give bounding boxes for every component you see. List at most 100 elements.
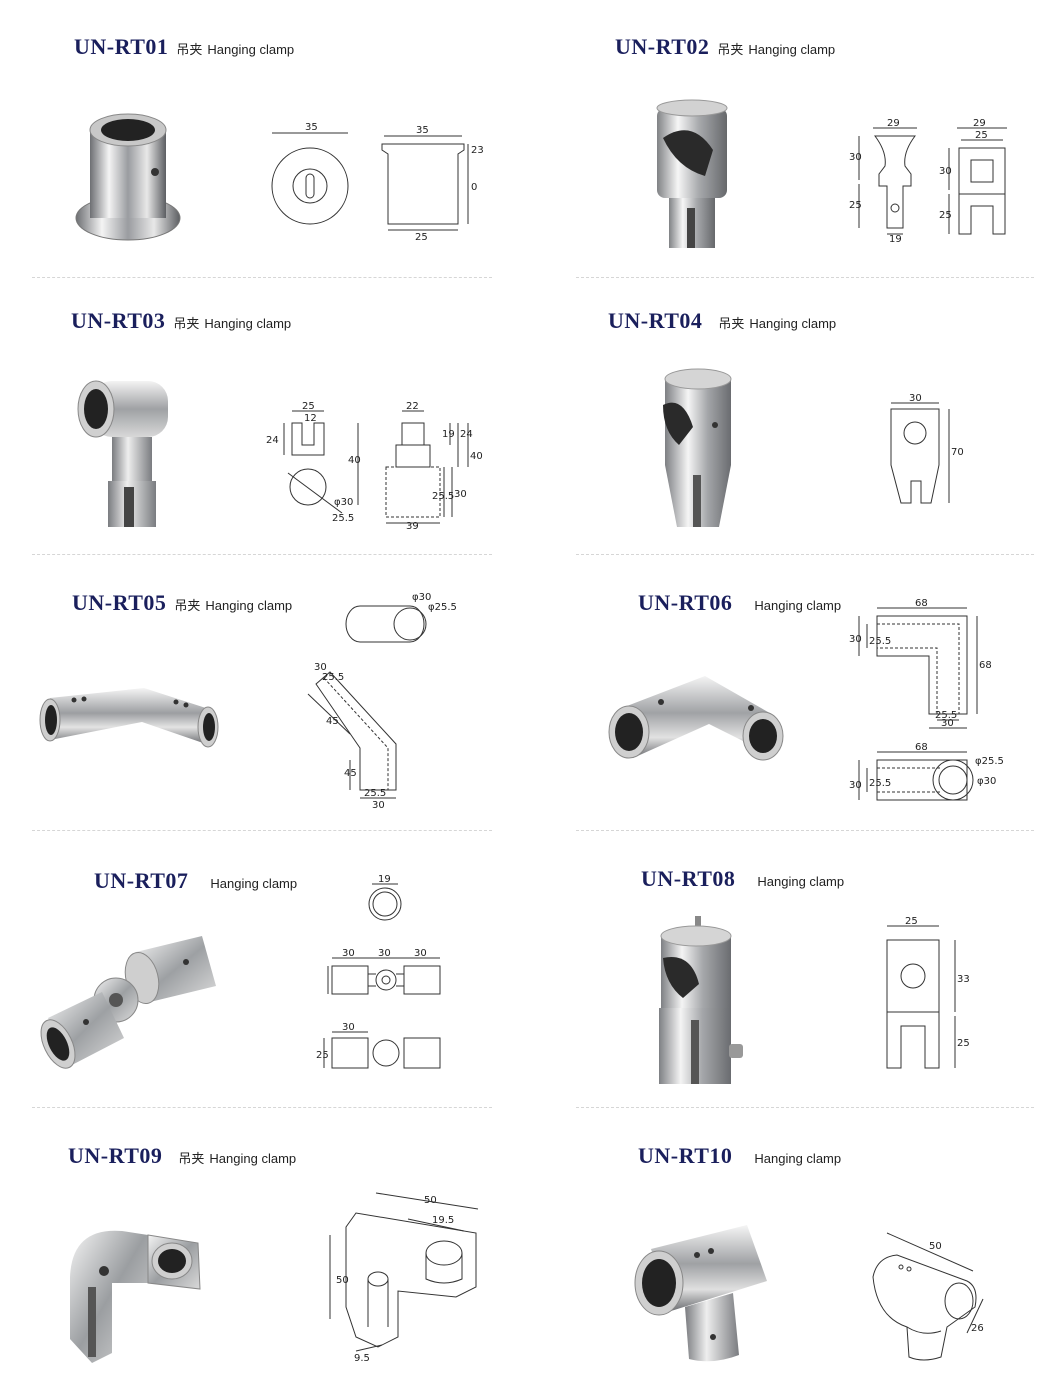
dim-label: 30 <box>342 948 355 959</box>
section-divider <box>32 830 492 831</box>
dim-label: 22 <box>406 401 419 412</box>
chinese-label: 吊夹 <box>173 316 200 331</box>
dim-label: 23 <box>471 145 484 156</box>
english-label: Hanging clamp <box>207 42 295 57</box>
product-photo-rt01 <box>75 113 181 241</box>
chinese-label: 吊夹 <box>178 1151 205 1166</box>
model-number: UN-RT08 <box>641 866 736 891</box>
dim-label: φ25.5 <box>975 756 1004 767</box>
product-cell-rt02: UN-RT02 吊夹 Hanging clamp 29 30 25 19 2 <box>529 0 1058 277</box>
product-photo-rt07 <box>40 936 216 1069</box>
english-label: Hanging clamp <box>754 1151 842 1166</box>
dimension-drawing-rt07: 19 30 30 30 30 25 <box>316 874 441 1069</box>
english-label: Hanging clamp <box>205 598 293 613</box>
product-photo-rt04 <box>663 368 732 527</box>
product-title: UN-RT08 Hanging clamp <box>641 866 844 892</box>
dim-label: 25 <box>302 401 315 412</box>
dim-label: 45 <box>344 768 357 779</box>
dimension-drawing-rt09: 50 19.5 50 9.5 <box>329 1192 479 1364</box>
model-number: UN-RT03 <box>71 308 166 333</box>
product-cell-rt06: UN-RT06 Hanging clamp 68 30 <box>529 554 1058 831</box>
dim-label: 26 <box>971 1323 984 1334</box>
product-title: UN-RT10 Hanging clamp <box>638 1143 841 1169</box>
product-photo-rt03 <box>77 380 168 527</box>
product-cell-rt09: UN-RT09 吊夹 Hanging clamp 50 19.5 50 9.5 <box>0 1107 529 1384</box>
product-photo-rt06 <box>608 676 784 761</box>
product-cell-rt10: UN-RT10 Hanging clamp 50 26 <box>529 1107 1058 1384</box>
product-title: UN-RT05 吊夹 Hanging clamp <box>72 590 292 616</box>
product-title: UN-RT01 吊夹 Hanging clamp <box>74 34 294 60</box>
product-photo-rt09 <box>70 1230 201 1363</box>
dimension-drawing-rt10: 50 26 <box>872 1232 984 1361</box>
dim-label: φ30 <box>412 592 431 603</box>
product-cell-rt05: UN-RT05 吊夹 Hanging clamp φ30 φ25.5 30 25… <box>0 554 529 831</box>
section-divider <box>576 277 1034 278</box>
dim-label: 39 <box>406 521 419 531</box>
dim-label: 12 <box>304 413 317 424</box>
chinese-label: 吊夹 <box>717 42 744 57</box>
dim-label: 24 <box>266 435 279 446</box>
dim-label: 19 <box>378 874 391 885</box>
section-divider <box>576 1107 1034 1108</box>
model-number: UN-RT04 <box>608 308 703 333</box>
product-title: UN-RT07 Hanging clamp <box>94 868 297 894</box>
dim-label: 25 <box>939 210 952 221</box>
dim-label: φ30 <box>977 776 996 787</box>
dim-label: 29 <box>973 118 986 129</box>
dim-label: 70 <box>951 447 964 458</box>
dimension-drawing-rt01: 35 35 23 0 25 <box>271 122 484 243</box>
dim-label: 35 <box>305 122 318 133</box>
model-number: UN-RT10 <box>638 1143 733 1168</box>
dim-label: φ30 <box>334 497 353 508</box>
english-label: Hanging clamp <box>757 874 845 889</box>
dim-label: 30 <box>941 718 954 729</box>
dim-label: 25 <box>415 232 428 243</box>
dimension-drawing-rt04: 30 70 <box>890 393 964 504</box>
model-number: UN-RT09 <box>68 1143 163 1168</box>
dim-label: 25.5 <box>935 710 957 721</box>
dim-label: 25.5 <box>869 778 891 789</box>
dim-label: 19.5 <box>432 1215 454 1226</box>
product-cell-rt03: UN-RT03 吊夹 Hanging clamp <box>0 277 529 554</box>
dim-label: 50 <box>929 1241 942 1252</box>
product-cell-rt04: UN-RT04 吊夹 Hanging clamp 30 70 <box>529 277 1058 554</box>
dim-label: 68 <box>915 598 928 609</box>
dim-label: 25 <box>905 916 918 927</box>
dim-label: 50 <box>424 1195 437 1206</box>
product-title: UN-RT03 吊夹 Hanging clamp <box>71 308 291 334</box>
english-label: Hanging clamp <box>210 876 298 891</box>
dim-label: 68 <box>915 742 928 753</box>
model-number: UN-RT02 <box>615 34 710 59</box>
dim-label: 25 <box>957 1038 970 1049</box>
product-cell-rt07: UN-RT07 Hanging clamp <box>0 830 529 1107</box>
dimension-drawing-rt06: 68 30 25.5 68 25.5 30 68 30 25.5 φ25.5 φ… <box>849 598 1004 801</box>
dim-label: 30 <box>939 166 952 177</box>
dim-label: 40 <box>348 455 361 466</box>
dim-label: 30 <box>454 489 467 500</box>
dim-label: 33 <box>957 974 970 985</box>
model-number: UN-RT01 <box>74 34 169 59</box>
dim-label: 35 <box>416 125 429 136</box>
dim-label: φ25.5 <box>428 602 457 613</box>
chinese-label: 吊夹 <box>718 316 745 331</box>
dim-label: 30 <box>342 1022 355 1033</box>
product-title: UN-RT02 吊夹 Hanging clamp <box>615 34 835 60</box>
english-label: Hanging clamp <box>748 42 836 57</box>
section-divider <box>32 277 492 278</box>
english-label: Hanging clamp <box>754 598 842 613</box>
dim-label: 68 <box>979 660 992 671</box>
product-title: UN-RT04 吊夹 Hanging clamp <box>608 308 836 334</box>
section-divider <box>576 830 1034 831</box>
dim-label: 25 <box>975 130 988 141</box>
section-divider <box>32 1107 492 1108</box>
model-number: UN-RT06 <box>638 590 733 615</box>
product-cell-rt08: UN-RT08 Hanging clamp 25 33 25 <box>529 830 1058 1107</box>
dim-label: 45 <box>326 716 339 727</box>
section-divider <box>32 554 492 555</box>
dim-label: 19 <box>442 429 455 440</box>
dim-label: 25 <box>316 1050 329 1061</box>
english-label: Hanging clamp <box>749 316 837 331</box>
dim-label: 25.5 <box>332 513 354 524</box>
product-photo-rt08 <box>659 916 743 1084</box>
model-number: UN-RT07 <box>94 868 189 893</box>
